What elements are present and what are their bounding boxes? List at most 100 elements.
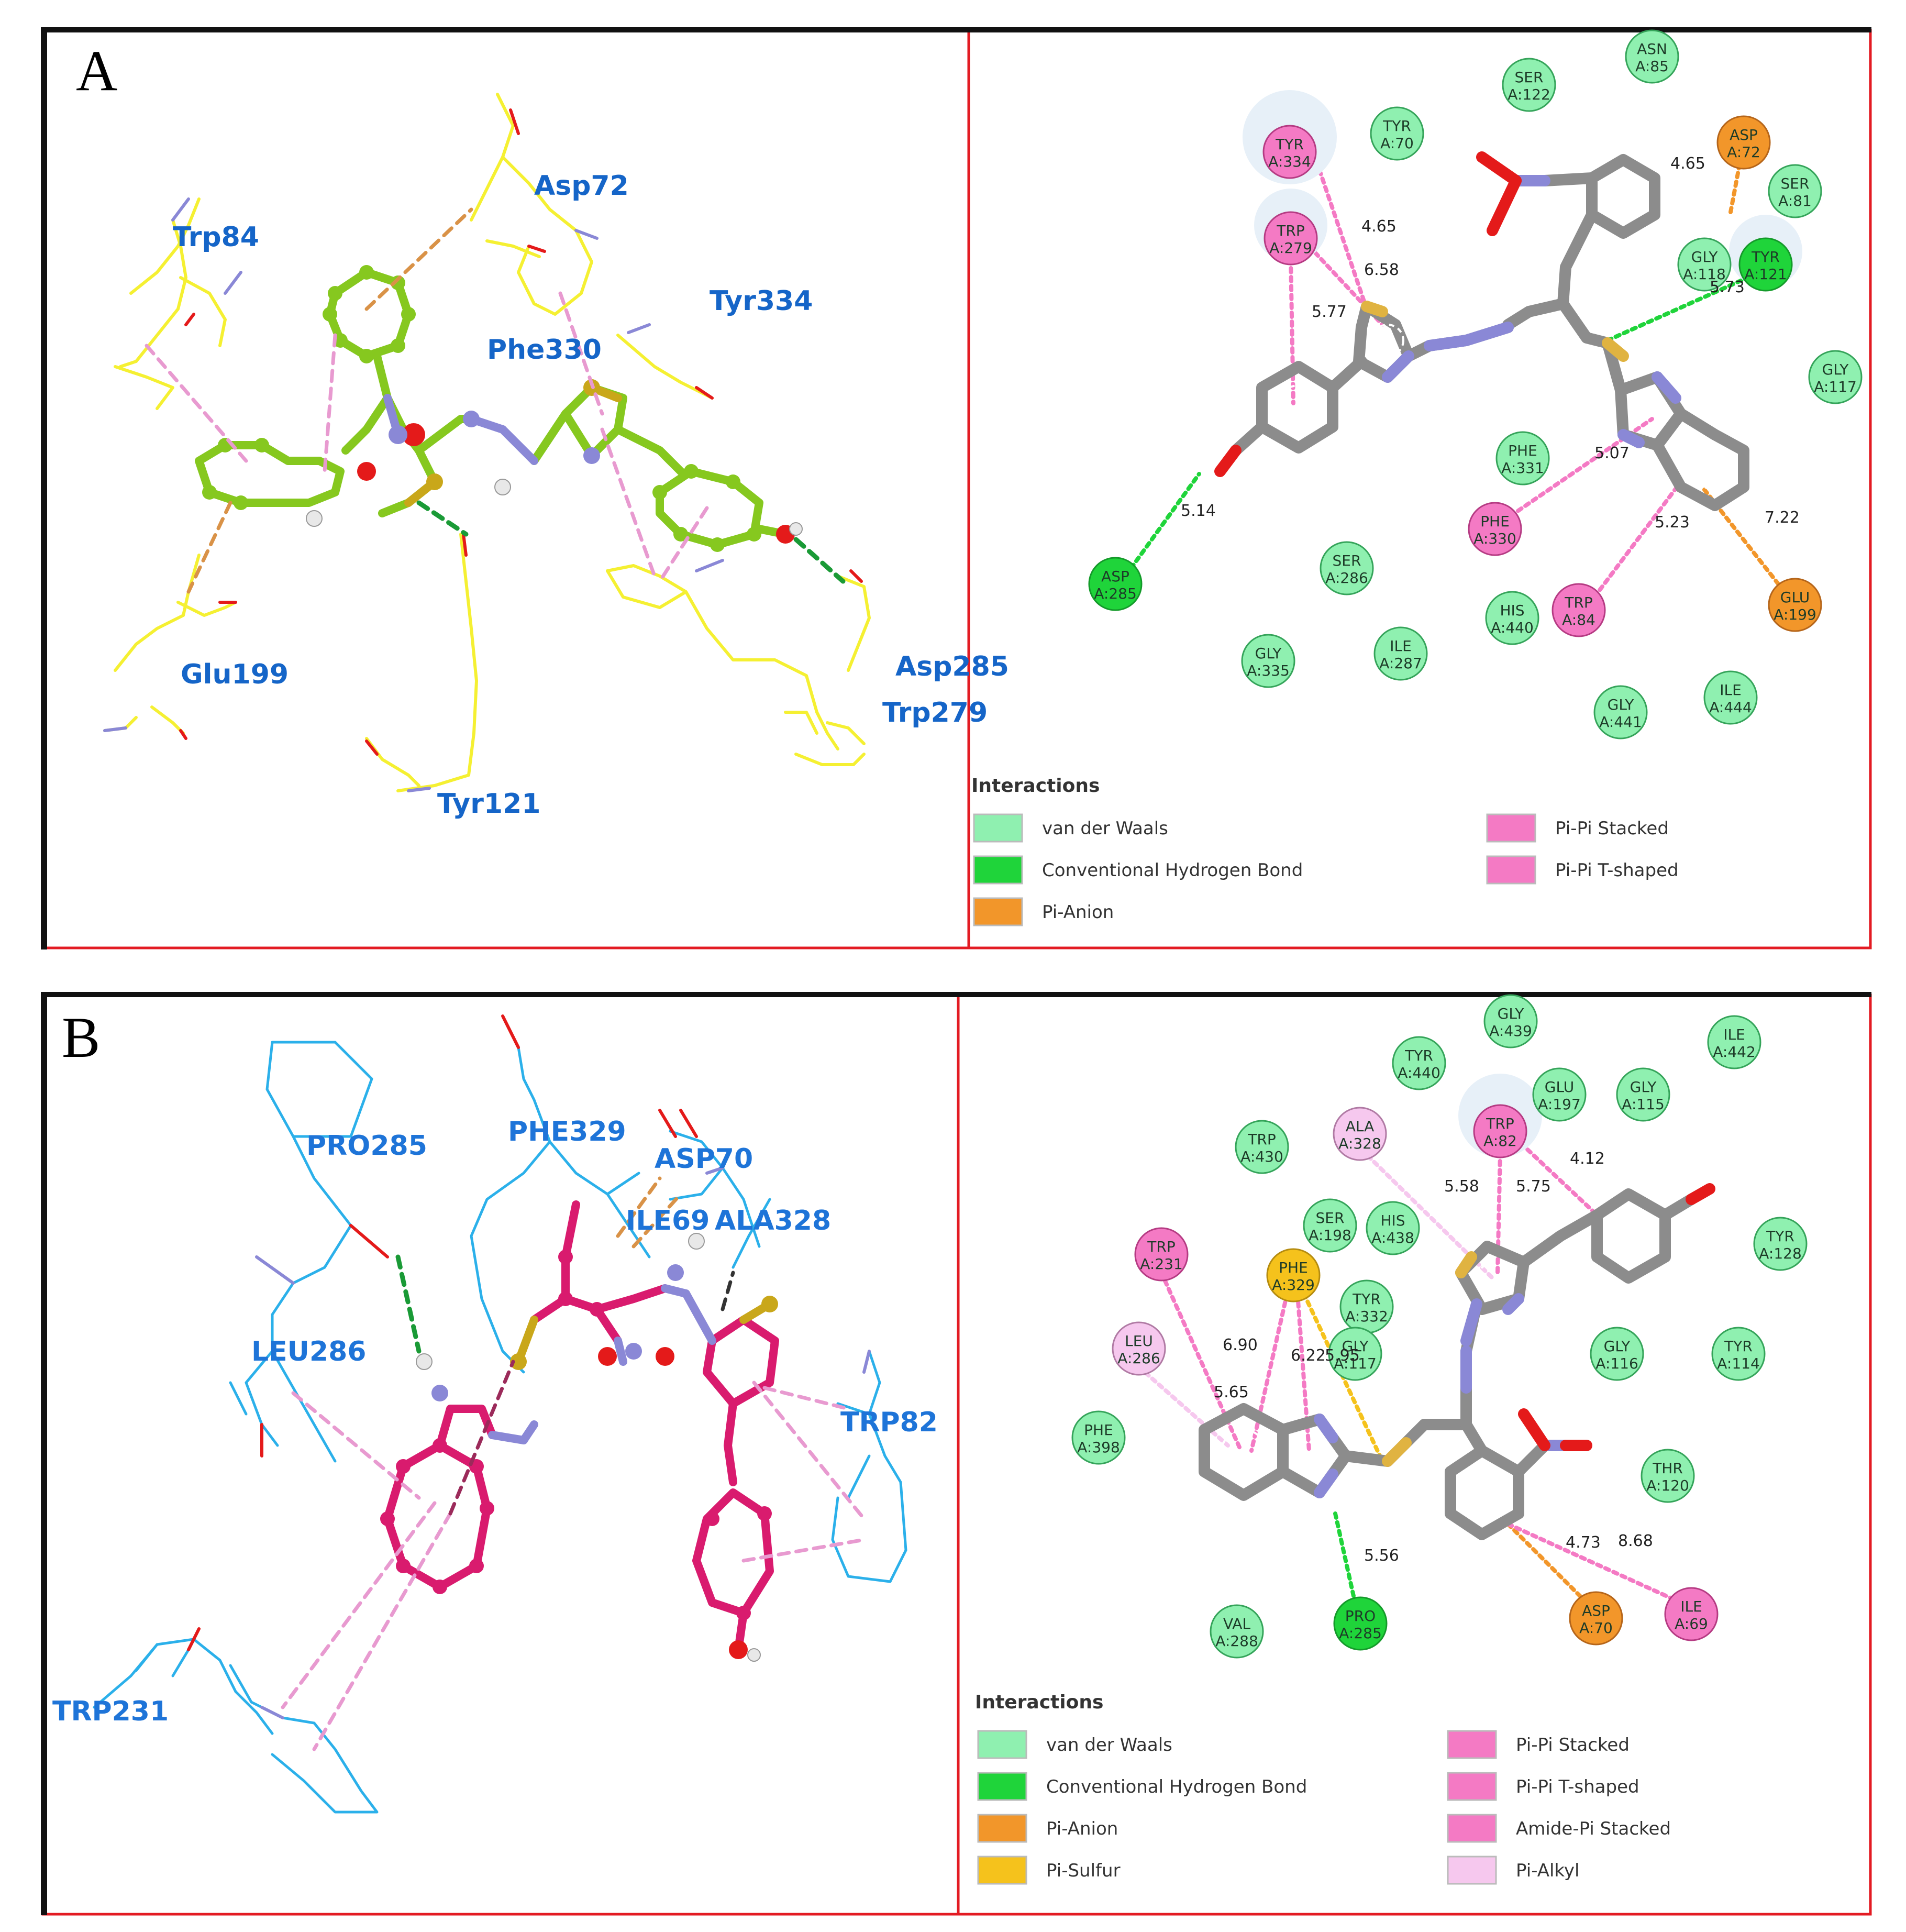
residue-name: HIS xyxy=(1500,602,1524,619)
residue-name: ASP xyxy=(1101,568,1129,585)
residue-name: TYR xyxy=(1352,1290,1381,1308)
residue-disc xyxy=(1677,237,1732,292)
residue-disc xyxy=(1593,685,1648,739)
residue-name: PRO xyxy=(1345,1607,1376,1625)
residue-name: ILE xyxy=(1720,681,1742,699)
residue-name: ILE xyxy=(1680,1598,1702,1615)
residue-disc xyxy=(1370,106,1424,161)
residue-disc xyxy=(1483,994,1538,1048)
legend-item: Pi-Anion xyxy=(977,1814,1118,1843)
residue-name: ILE xyxy=(1390,637,1412,655)
residue-disc xyxy=(1716,115,1771,170)
residue-name: GLY xyxy=(1255,645,1282,662)
residue-name: ILE xyxy=(1723,1026,1745,1043)
residue-chain: A:122 xyxy=(1508,86,1550,103)
residue-disc xyxy=(1333,1107,1387,1161)
residue-chain: A:285 xyxy=(1094,585,1137,602)
residue-chain: A:120 xyxy=(1646,1477,1689,1494)
residue-name: TYR xyxy=(1724,1338,1753,1355)
residue-name: GLY xyxy=(1630,1078,1657,1096)
residue-chain: A:121 xyxy=(1744,266,1787,283)
panel-a-top-edge xyxy=(41,27,1871,32)
residue-disc xyxy=(1625,29,1679,84)
distance-label: 5.77 xyxy=(1312,303,1347,321)
residue-disc xyxy=(1264,211,1318,266)
panel-a-3d-view xyxy=(103,93,871,792)
residue-chain: A:439 xyxy=(1489,1022,1532,1040)
residue-disc xyxy=(1664,1587,1719,1641)
legend-swatch xyxy=(1486,855,1536,885)
residue-chain: A:128 xyxy=(1759,1245,1802,1262)
residue-disc xyxy=(1738,237,1793,292)
residue-disc xyxy=(1703,670,1758,725)
residue-chain: A:440 xyxy=(1491,619,1534,636)
residue-name: GLU xyxy=(1780,589,1810,606)
residue-name: PHE xyxy=(1480,513,1510,530)
residue-chain: A:285 xyxy=(1339,1625,1382,1642)
residue-name: THR xyxy=(1652,1460,1683,1477)
distance-label: 6.58 xyxy=(1364,261,1399,279)
residue-disc xyxy=(1569,1591,1623,1646)
residue-chain: A:70 xyxy=(1579,1619,1613,1637)
residue-name: TYR xyxy=(1751,248,1780,266)
panel-a-residue-oxygens xyxy=(179,108,863,756)
residue-name: ASN xyxy=(1637,40,1667,58)
legend-item: Pi-Alkyl xyxy=(1447,1856,1579,1885)
residue-chain: A:287 xyxy=(1379,655,1422,672)
legend-label: Pi-Pi T-shaped xyxy=(1516,1776,1639,1797)
distance-label: 5.23 xyxy=(1655,513,1690,532)
residue-chain: A:331 xyxy=(1501,459,1544,477)
residue-chain: A:81 xyxy=(1778,192,1812,209)
panel-b-ligand-atoms xyxy=(380,1233,778,1662)
residue-disc xyxy=(1303,1198,1357,1253)
residue-disc xyxy=(1071,1410,1126,1465)
legend-label: Pi-Pi T-shaped xyxy=(1555,860,1679,881)
legend-swatch xyxy=(1486,813,1536,843)
distance-label: 4.65 xyxy=(1670,154,1705,173)
label-asp70: ASP70 xyxy=(655,1143,753,1175)
residue-disc xyxy=(1333,1596,1388,1651)
residue-name: GLY xyxy=(1604,1338,1631,1355)
residue-chain: A:286 xyxy=(1117,1350,1160,1367)
label-leu286: LEU286 xyxy=(251,1336,366,1367)
residue-disc xyxy=(1485,591,1539,645)
residue-disc xyxy=(1320,541,1374,595)
residue-chain: A:117 xyxy=(1814,378,1857,395)
residue-chain: A:116 xyxy=(1595,1355,1638,1372)
residue-disc xyxy=(1328,1327,1382,1381)
residue-disc xyxy=(1392,1036,1446,1090)
residue-disc xyxy=(1753,1217,1808,1271)
panel-a-ligand-atoms xyxy=(202,265,803,552)
residue-name: GLY xyxy=(1691,248,1719,266)
residue-name: TYR xyxy=(1275,136,1304,153)
residue-name: TYR xyxy=(1404,1047,1433,1064)
legend-item: Amide-Pi Stacked xyxy=(1447,1814,1671,1843)
panel-a-residue-nitrogens xyxy=(103,197,724,792)
residue-chain: A:329 xyxy=(1272,1276,1315,1294)
legend-label: Amide-Pi Stacked xyxy=(1516,1818,1671,1839)
